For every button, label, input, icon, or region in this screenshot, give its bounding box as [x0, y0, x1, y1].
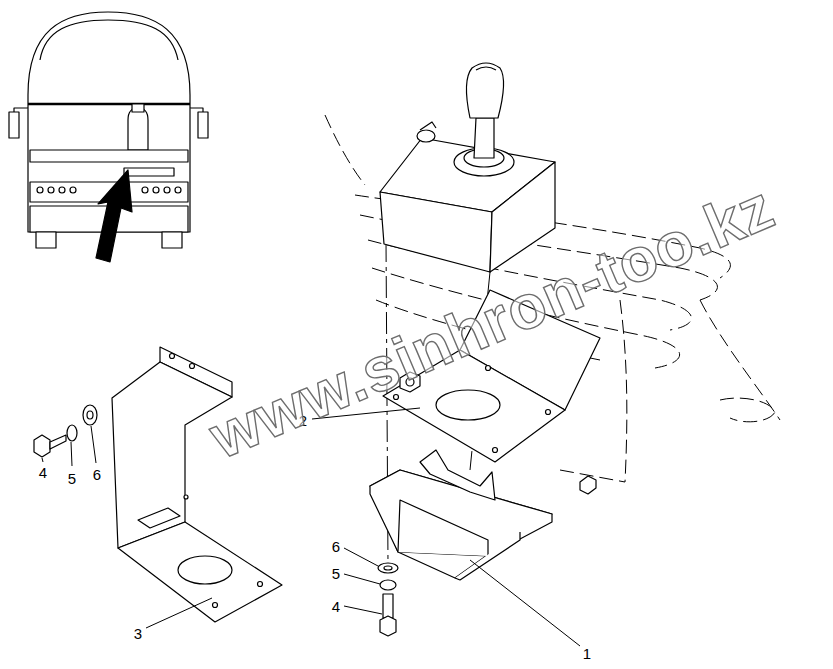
bracket-2-part	[436, 390, 500, 420]
fasteners-part	[383, 594, 393, 618]
callout-number: 6	[93, 467, 101, 482]
fasteners-part	[380, 616, 396, 636]
cover-1-part	[455, 532, 520, 580]
dashboard-outline-part	[720, 398, 775, 422]
fasteners-part	[87, 411, 93, 419]
cover-1-part	[398, 500, 488, 556]
bracket-3-part	[118, 522, 282, 622]
gear-shift-console-part	[474, 118, 494, 158]
fasteners-part	[83, 405, 97, 425]
bus-front-view-part	[162, 232, 182, 248]
bracket-2-part	[486, 366, 491, 371]
fasteners-part	[34, 435, 50, 457]
bus-front-view-part	[164, 187, 170, 193]
bracket-3-part	[258, 582, 263, 587]
bus-front-view-part	[28, 103, 190, 106]
leader-lines-part	[146, 598, 212, 628]
bus-front-view-part	[30, 150, 188, 162]
bus-front-view-part	[96, 170, 132, 262]
bracket-3-part	[112, 362, 232, 548]
bus-front-view-part	[36, 232, 56, 248]
bracket-3-part	[190, 364, 195, 369]
bus-front-view-part	[48, 187, 54, 193]
gear-shift-console-part	[420, 122, 436, 130]
bracket-3-part	[138, 508, 180, 528]
dashboard-outline-part	[620, 300, 627, 482]
callout-number: 4	[332, 599, 340, 614]
bus-front-view	[9, 12, 208, 262]
bus-front-view-part	[132, 104, 144, 112]
bracket-2-part	[493, 448, 498, 453]
dashboard-outline-part	[700, 300, 780, 420]
bus-front-view-part	[124, 168, 174, 176]
cover-1-part	[420, 450, 495, 500]
callout-number: 5	[332, 566, 340, 581]
gear-shift-console-part	[476, 67, 496, 70]
bracket-3-part	[178, 556, 232, 584]
bus-front-view-part	[70, 187, 76, 193]
bus-front-view-part	[40, 20, 178, 60]
bus-front-view-part	[175, 187, 181, 193]
leader-lines-part	[470, 560, 580, 646]
gear-shift-console-part	[466, 63, 503, 118]
leader-lines-part	[344, 606, 382, 614]
dashboard-outline-part	[325, 115, 365, 185]
bracket-3-part	[213, 603, 218, 608]
bus-front-view-part	[198, 112, 208, 138]
gear-shift-console-part	[490, 162, 555, 272]
gear-shift-console-part	[580, 476, 596, 494]
bus-front-view-part	[9, 112, 19, 138]
leader-lines-part	[91, 426, 96, 463]
bus-front-view-part	[128, 108, 148, 150]
bracket-2-part	[546, 410, 551, 415]
fasteners-part	[67, 425, 77, 441]
gear-shift-console-part	[380, 192, 492, 272]
bus-front-view-part	[142, 187, 148, 193]
bracket-3-part	[184, 495, 188, 499]
callout-number: 6	[332, 539, 340, 554]
callout-number: 4	[39, 465, 47, 480]
fasteners-part	[378, 563, 398, 573]
gear-shift-console-part	[417, 130, 435, 142]
leader-lines-part	[42, 458, 43, 462]
bus-front-view-part	[37, 187, 43, 193]
callout-number: 5	[68, 471, 76, 486]
fasteners-part	[384, 566, 392, 570]
bracket-3-part	[170, 354, 175, 359]
fasteners-part	[380, 580, 396, 590]
leader-lines-part	[344, 574, 380, 584]
bus-front-view-part	[59, 187, 65, 193]
bus-front-view-part	[153, 187, 159, 193]
cover-1	[370, 450, 552, 580]
callout-number: 1	[583, 646, 591, 661]
callout-number: 3	[134, 626, 142, 641]
leader-lines	[42, 408, 580, 646]
fasteners-part	[50, 435, 66, 449]
leader-lines-part	[71, 442, 72, 466]
leader-lines-part	[344, 548, 378, 566]
